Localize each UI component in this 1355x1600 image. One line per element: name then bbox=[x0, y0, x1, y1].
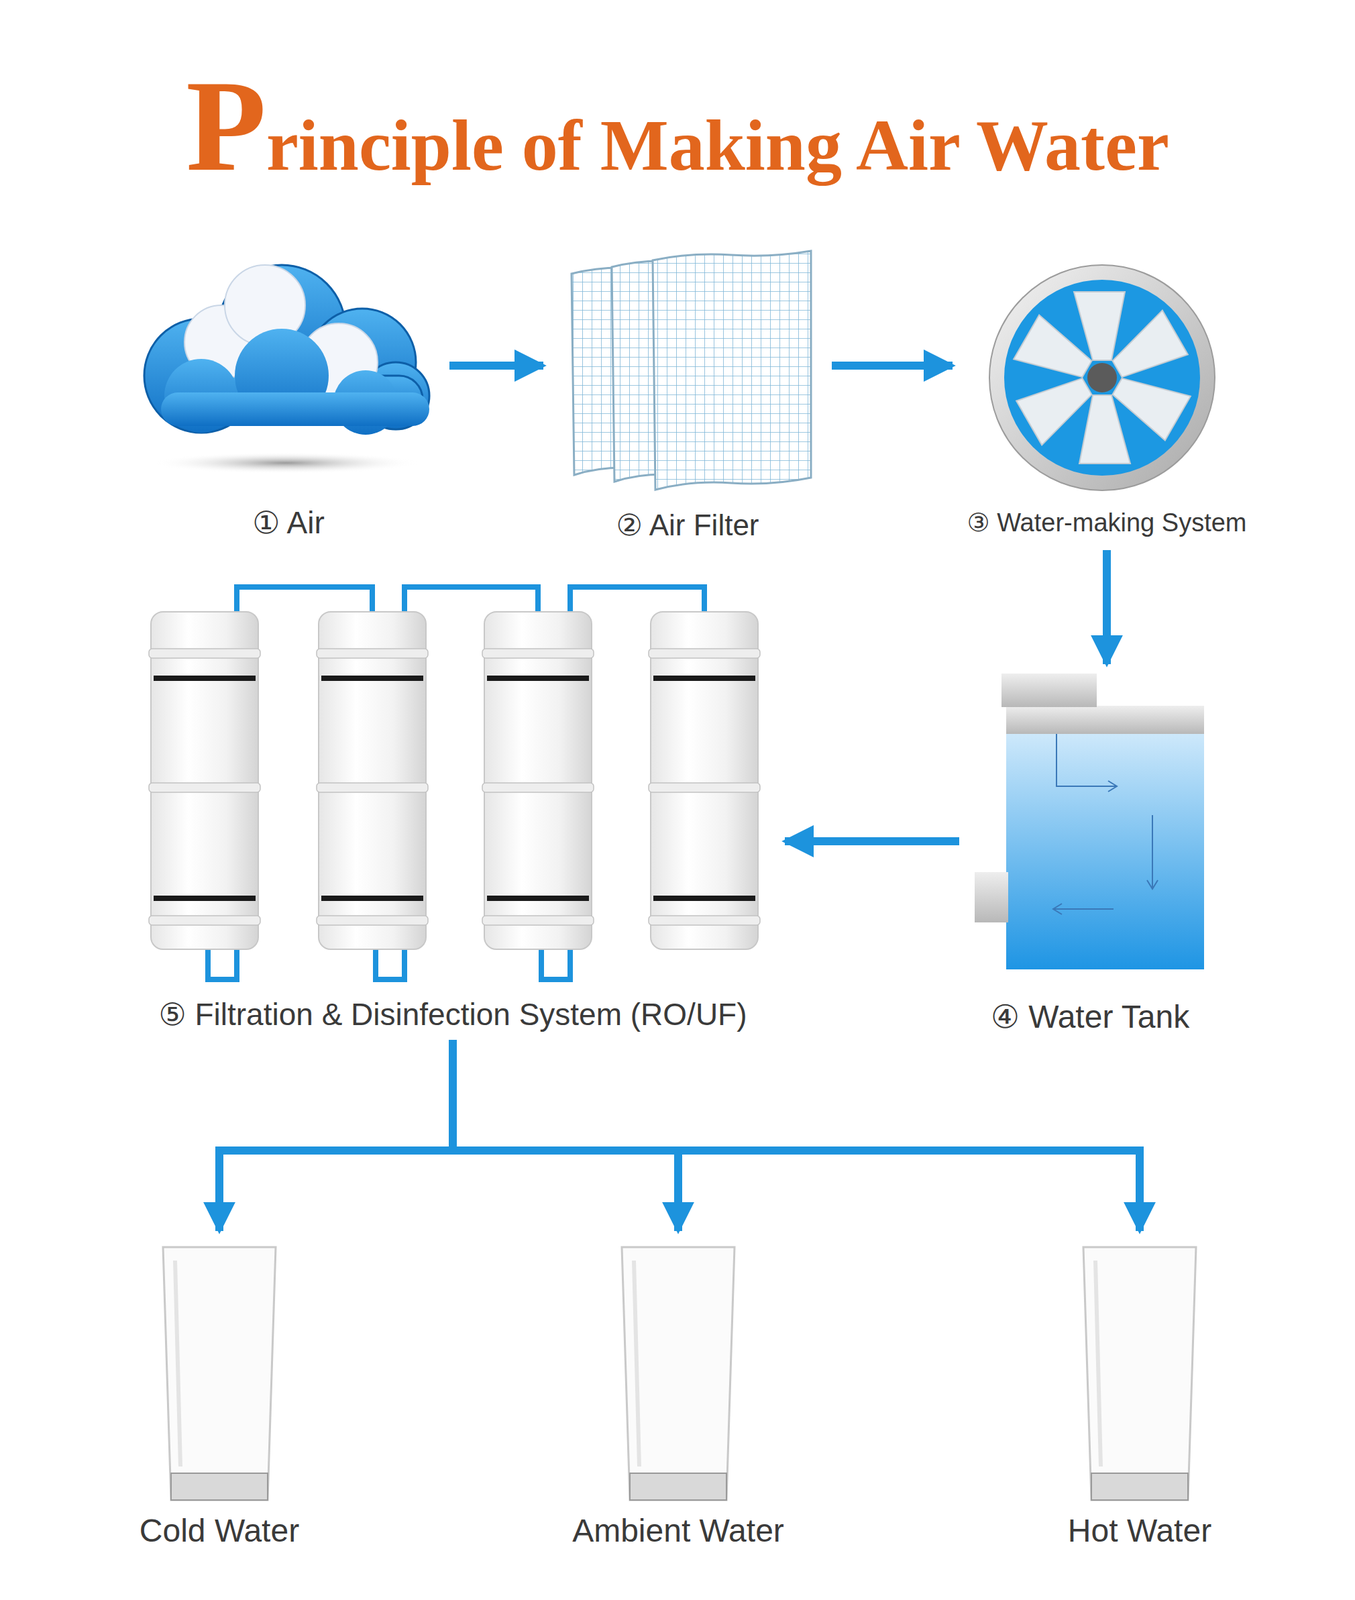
cartridge-band bbox=[153, 675, 256, 681]
glass-base bbox=[629, 1473, 727, 1500]
fan-blades bbox=[1013, 291, 1191, 464]
flow-arrow bbox=[1056, 733, 1117, 792]
tank-illustration bbox=[974, 673, 1205, 970]
glass-node: Ambient Water bbox=[537, 1230, 820, 1560]
flow-arrow bbox=[452, 1039, 1140, 1231]
cartridge-band bbox=[321, 675, 424, 681]
cloud-mid bbox=[160, 328, 430, 435]
flow-arrow bbox=[452, 1039, 679, 1231]
fan-disc bbox=[1004, 279, 1201, 476]
glass-outline bbox=[1083, 1247, 1197, 1500]
fan-illustration bbox=[989, 264, 1215, 491]
cloud-shadow bbox=[151, 452, 420, 474]
filter-sheets bbox=[571, 250, 811, 490]
cloud-illustration bbox=[144, 264, 430, 474]
glass-shine bbox=[1095, 1260, 1101, 1467]
cartridge bbox=[316, 611, 428, 950]
stage-label: ② Air Filter bbox=[615, 507, 759, 544]
cartridge-ring bbox=[148, 915, 261, 926]
cartridge-body bbox=[318, 611, 426, 950]
cartridge-body bbox=[650, 611, 758, 950]
fan-blade bbox=[1073, 291, 1125, 361]
cartridge-band bbox=[653, 675, 756, 681]
filter-sheet bbox=[652, 250, 811, 490]
glass-base bbox=[1091, 1473, 1188, 1500]
stage-label: Hot Water bbox=[1067, 1511, 1212, 1551]
stage-label: Ambient Water bbox=[572, 1511, 785, 1551]
glass-base bbox=[171, 1473, 268, 1500]
flow-arrow bbox=[1053, 903, 1114, 915]
cartridge-ring bbox=[482, 915, 594, 926]
glass bbox=[1083, 1247, 1197, 1500]
flow-arrow bbox=[449, 361, 544, 370]
tank-outlet bbox=[974, 872, 1009, 923]
stage-node: ② Air Filter bbox=[543, 244, 832, 551]
cartridge bbox=[648, 611, 761, 950]
cartridge-ring bbox=[482, 782, 594, 793]
cartridge-body bbox=[484, 611, 592, 950]
flow-arrow bbox=[784, 837, 960, 846]
cartridge-ring bbox=[316, 782, 428, 793]
glass bbox=[621, 1247, 735, 1500]
flow-arrow bbox=[1147, 815, 1158, 889]
flow-arrows bbox=[1053, 733, 1158, 915]
cartridge-ring bbox=[148, 782, 261, 793]
cartridge bbox=[148, 611, 261, 950]
cloud-back bbox=[144, 264, 430, 433]
tank-inlet bbox=[1001, 673, 1097, 708]
cartridge-band bbox=[486, 675, 589, 681]
stage-label: ④ Water Tank bbox=[990, 997, 1190, 1037]
cartridge-band bbox=[153, 895, 256, 901]
cartridge-body bbox=[150, 611, 259, 950]
cartridge-ring bbox=[648, 648, 761, 659]
cartridge-band bbox=[321, 895, 424, 901]
stage-node: ④ Water Tank bbox=[959, 664, 1221, 1044]
cartridge-band bbox=[486, 895, 589, 901]
fan-blade bbox=[1013, 315, 1099, 394]
flow-arrow bbox=[831, 361, 953, 370]
cloud-base bbox=[160, 392, 430, 426]
stage-label: ③ Water-making System bbox=[967, 507, 1248, 539]
glass-node: Cold Water bbox=[78, 1230, 361, 1560]
glass-outline bbox=[163, 1247, 276, 1500]
fan-blade bbox=[1079, 395, 1131, 464]
glasses bbox=[163, 1247, 1197, 1500]
flow-arrow bbox=[1102, 550, 1111, 665]
fan-hub bbox=[1087, 362, 1117, 393]
cartridge-ring bbox=[648, 782, 761, 793]
glass-shine bbox=[633, 1260, 640, 1467]
cartridge-ring bbox=[316, 915, 428, 926]
flow-arrow bbox=[219, 1039, 453, 1231]
cartridge-band bbox=[653, 895, 756, 901]
glass-node: Hot Water bbox=[998, 1230, 1281, 1560]
cartridge bbox=[482, 611, 594, 950]
stage-node: ① Air bbox=[127, 261, 450, 551]
title: Principle of Making Air Water bbox=[0, 40, 1355, 212]
cartridge-ring bbox=[148, 648, 261, 659]
filter-cartridges bbox=[148, 586, 761, 980]
cartridge-ring bbox=[648, 915, 761, 926]
cartridge-ring bbox=[316, 648, 428, 659]
stage-node: ③ Water-making System bbox=[952, 258, 1262, 551]
tank-body bbox=[1006, 731, 1205, 970]
glass-outline bbox=[621, 1247, 735, 1500]
stage-label: Cold Water bbox=[139, 1511, 300, 1551]
pipe bbox=[205, 945, 211, 980]
glass-shine bbox=[175, 1260, 181, 1467]
stage-label: ① Air bbox=[252, 504, 325, 542]
tank-lid bbox=[1006, 705, 1205, 734]
cartridge-ring bbox=[482, 648, 594, 659]
glass bbox=[163, 1247, 276, 1500]
stage-node: ⑤ Filtration & Disinfection System (RO/U… bbox=[120, 576, 785, 1040]
stage-label: ⑤ Filtration & Disinfection System (RO/U… bbox=[158, 996, 747, 1034]
fan-ring bbox=[989, 264, 1215, 491]
